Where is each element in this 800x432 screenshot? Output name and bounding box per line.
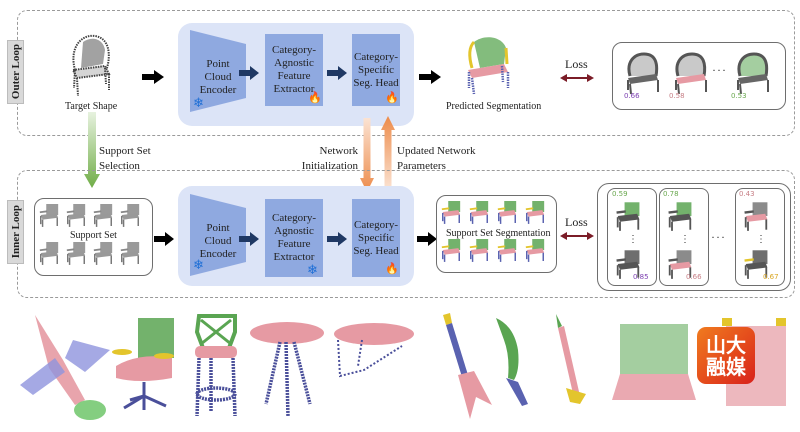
loss-arrow-icon <box>560 232 594 240</box>
part-chair <box>737 52 769 95</box>
segmented-chair <box>441 201 461 224</box>
flame-icon: 🔥 <box>308 92 322 104</box>
support-chair <box>66 242 86 265</box>
segmented-chair <box>441 239 461 262</box>
watermark-logo: 山大 融媒 <box>697 327 755 384</box>
flow-arrow-icon <box>327 232 347 246</box>
inner-loss-label: Loss <box>565 215 588 229</box>
score-bottom: 0.85 <box>633 273 649 281</box>
watermark-line2: 融媒 <box>706 354 746 379</box>
segmented-chair <box>497 239 517 262</box>
gallery-office-chair <box>112 318 174 410</box>
inner-point-cloud-encoder: Point Cloud Encoder ❄ <box>190 194 246 276</box>
segmented-chair <box>525 239 545 262</box>
support-segmentation-caption: Support Set Segmentation <box>446 228 551 239</box>
support-selection-label: Support Set Selection <box>99 145 151 172</box>
flow-arrow-icon <box>142 70 164 84</box>
score-chair <box>744 250 768 279</box>
inner-seg-head: Category-Specific Seg. Head <box>352 199 400 277</box>
score-bottom: 0.67 <box>763 273 779 281</box>
outer-loop-label: Outer Loop <box>9 44 22 100</box>
ellipsis: ··· <box>712 63 727 77</box>
predicted-segmentation-caption: Predicted Segmentation <box>446 101 542 112</box>
segmented-chair <box>469 201 489 224</box>
support-selection-arrow-icon <box>84 112 100 188</box>
gallery-knife <box>496 318 528 406</box>
support-chair <box>39 242 59 265</box>
score-chair <box>616 202 640 231</box>
target-shape-caption: Target Shape <box>65 101 118 112</box>
updated-params-arrow-icon <box>381 116 395 190</box>
inner-encoder-label: Point Cloud Encoder <box>199 222 237 260</box>
vertical-ellipsis: ⋮ <box>628 234 638 245</box>
outer-head-label: Category-Specific Seg. Head <box>353 50 399 89</box>
part-score: 0.66 <box>624 92 640 100</box>
network-init-arrow-icon <box>360 118 374 192</box>
updated-params-label: Updated Network Parameters <box>397 145 476 172</box>
gallery-rocket <box>556 314 586 404</box>
score-chair <box>744 202 768 231</box>
support-set-grid <box>38 202 148 272</box>
inner-extractor-label: Category-Agnostic Feature Extractor <box>272 212 316 263</box>
outer-loss-label: Loss <box>565 57 588 71</box>
gallery-guitar <box>443 313 492 419</box>
snowflake-icon: ❄ <box>193 257 204 272</box>
inner-loop-tag: Inner Loop <box>7 200 24 264</box>
gallery-laptop <box>612 324 696 400</box>
inner-feature-extractor: Category-Agnostic Feature Extractor <box>265 199 323 277</box>
score-top: 0.43 <box>739 190 755 198</box>
outer-seg-head: Category-Specific Seg. Head <box>352 34 400 106</box>
flow-arrow-icon <box>239 66 259 80</box>
inner-loop-label: Inner Loop <box>9 205 22 259</box>
segmented-chair <box>497 201 517 224</box>
support-chair <box>39 204 59 227</box>
support-chair <box>93 242 113 265</box>
watermark-line1: 山大 <box>706 332 746 357</box>
ellipsis: ··· <box>711 230 726 244</box>
network-init-label: Network Initialization <box>301 145 358 172</box>
score-top: 0.78 <box>663 190 679 198</box>
score-bottom: 0.66 <box>686 273 702 281</box>
segmented-chair <box>469 239 489 262</box>
gallery-round-table <box>250 322 324 417</box>
flame-icon: 🔥 <box>385 92 399 104</box>
outer-extractor-label: Category-Agnostic Feature Extractor <box>272 44 316 95</box>
target-shape-chair <box>71 34 111 97</box>
score-chair <box>668 202 692 231</box>
flow-arrow-icon <box>154 232 174 246</box>
vertical-ellipsis: ⋮ <box>680 234 690 245</box>
flow-arrow-icon <box>419 70 441 84</box>
part-chair <box>675 52 707 95</box>
support-segmentation-grid <box>440 199 552 269</box>
snowflake-icon: ❄ <box>307 262 318 277</box>
support-chair <box>120 242 140 265</box>
snowflake-icon: ❄ <box>193 95 204 110</box>
segmented-chair <box>525 201 545 224</box>
outer-point-cloud-encoder: Point Cloud Encoder ❄ <box>190 30 246 112</box>
flow-arrow-icon <box>327 66 347 80</box>
vertical-ellipsis: ⋮ <box>756 234 766 245</box>
support-chair <box>93 204 113 227</box>
outer-encoder-label: Point Cloud Encoder <box>199 58 237 96</box>
support-set-caption: Support Set <box>70 230 117 241</box>
score-chair <box>616 250 640 279</box>
outer-loop-tag: Outer Loop <box>7 40 24 104</box>
inner-head-label: Category-Specific Seg. Head <box>353 218 399 257</box>
score-chair <box>668 250 692 279</box>
loss-arrow-icon <box>560 74 594 82</box>
flow-arrow-icon <box>417 232 437 246</box>
gallery-oval-table <box>334 323 414 378</box>
outer-feature-extractor: Category-Agnostic Feature Extractor <box>265 34 323 106</box>
flame-icon: 🔥 <box>385 263 399 275</box>
score-top: 0.59 <box>612 190 628 198</box>
support-chair <box>120 204 140 227</box>
part-score: 0.58 <box>669 92 685 100</box>
flow-arrow-icon <box>239 232 259 246</box>
part-chair <box>627 52 659 95</box>
gallery-airplane <box>20 315 110 420</box>
part-score: 0.53 <box>731 92 747 100</box>
gallery-bar-stool <box>194 314 237 417</box>
predicted-segmentation-chair <box>467 37 510 95</box>
support-chair <box>66 204 86 227</box>
